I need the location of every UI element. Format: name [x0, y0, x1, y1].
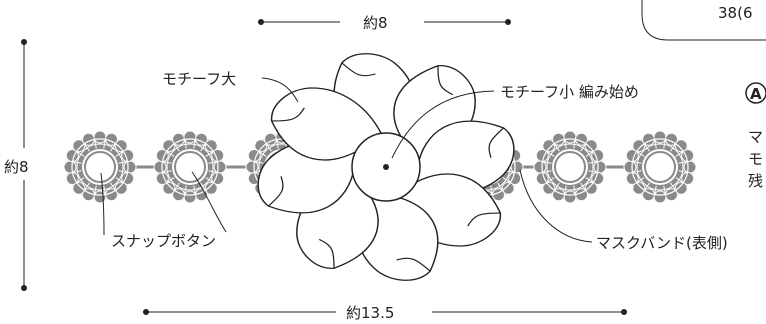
- side-line-2: モ: [748, 150, 763, 168]
- label-snap-button: スナップボタン: [111, 232, 216, 250]
- snap-motif-2: [153, 130, 227, 204]
- bottom-width-label: 約13.5: [346, 304, 394, 322]
- snap-motif-4: [623, 130, 697, 204]
- leader-snap-button-1: [100, 172, 105, 236]
- badge-letter: A: [750, 85, 762, 103]
- snap-motif-3: [533, 130, 607, 204]
- label-motif-small-start: モチーフ小 編み始め: [500, 83, 639, 101]
- leader-mask-band: [519, 169, 593, 243]
- side-line-1: マ: [748, 128, 763, 146]
- badge-circle: [745, 82, 766, 104]
- leader-motif-large: [261, 77, 299, 103]
- flower-petal: [270, 87, 383, 161]
- petal-fold: [488, 127, 505, 158]
- left-height-label: 約8: [4, 158, 29, 176]
- leader-motif-small: [391, 90, 495, 159]
- petal-fold: [267, 176, 284, 207]
- top-width-label: 約8: [363, 14, 388, 32]
- leader-snap-button-2: [191, 171, 227, 233]
- side-line-3: 残: [748, 172, 763, 190]
- large-flower-motif: [257, 53, 515, 281]
- label-mask-band: マスクバンド(表側): [596, 234, 728, 252]
- corner-box-text: 38(6: [718, 4, 752, 22]
- corner-box: [641, 0, 766, 41]
- snap-motif-1: [63, 130, 137, 204]
- petal-fold: [437, 65, 454, 96]
- petal-fold: [341, 62, 376, 77]
- petal-fold: [318, 238, 335, 269]
- label-motif-large: モチーフ大: [162, 70, 236, 88]
- petal-fold: [271, 107, 305, 122]
- petal-fold: [467, 212, 501, 227]
- petal-fold: [396, 257, 431, 272]
